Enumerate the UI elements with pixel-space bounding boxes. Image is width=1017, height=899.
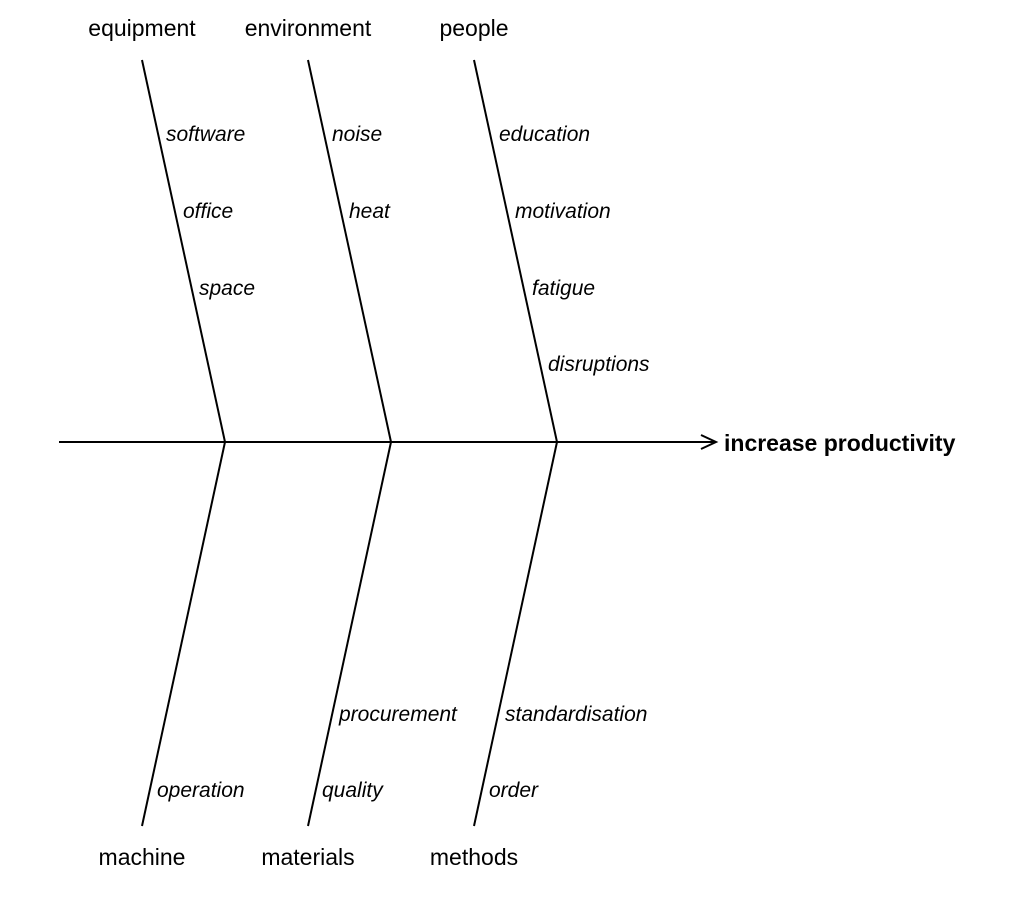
cause-heat: heat — [349, 200, 391, 223]
spine-arrowhead — [700, 434, 719, 450]
category-methods: methods — [430, 844, 518, 870]
cause-space: space — [199, 277, 255, 300]
cause-noise: noise — [332, 123, 382, 146]
category-equipment: equipment — [88, 15, 196, 41]
category-machine: machine — [99, 844, 186, 870]
category-materials: materials — [261, 844, 354, 870]
cause-standardisation: standardisation — [505, 703, 647, 726]
cause-procurement: procurement — [338, 703, 458, 726]
cause-disruptions: disruptions — [548, 353, 650, 376]
category-environment: environment — [245, 15, 372, 41]
bone-machine — [141, 441, 226, 827]
cause-software: software — [166, 123, 245, 146]
cause-office: office — [183, 200, 233, 223]
effect-label: increase productivity — [724, 430, 956, 456]
cause-motivation: motivation — [515, 200, 611, 223]
cause-fatigue: fatigue — [532, 277, 595, 300]
cause-quality: quality — [322, 779, 384, 802]
bone-people — [473, 59, 558, 443]
cause-operation: operation — [157, 779, 245, 802]
cause-education: education — [499, 123, 590, 146]
cause-order: order — [489, 779, 539, 802]
bone-equipment — [141, 59, 226, 443]
bone-environment — [307, 59, 392, 443]
category-people: people — [439, 15, 508, 41]
bone-materials — [307, 441, 392, 827]
bone-methods — [473, 441, 558, 827]
